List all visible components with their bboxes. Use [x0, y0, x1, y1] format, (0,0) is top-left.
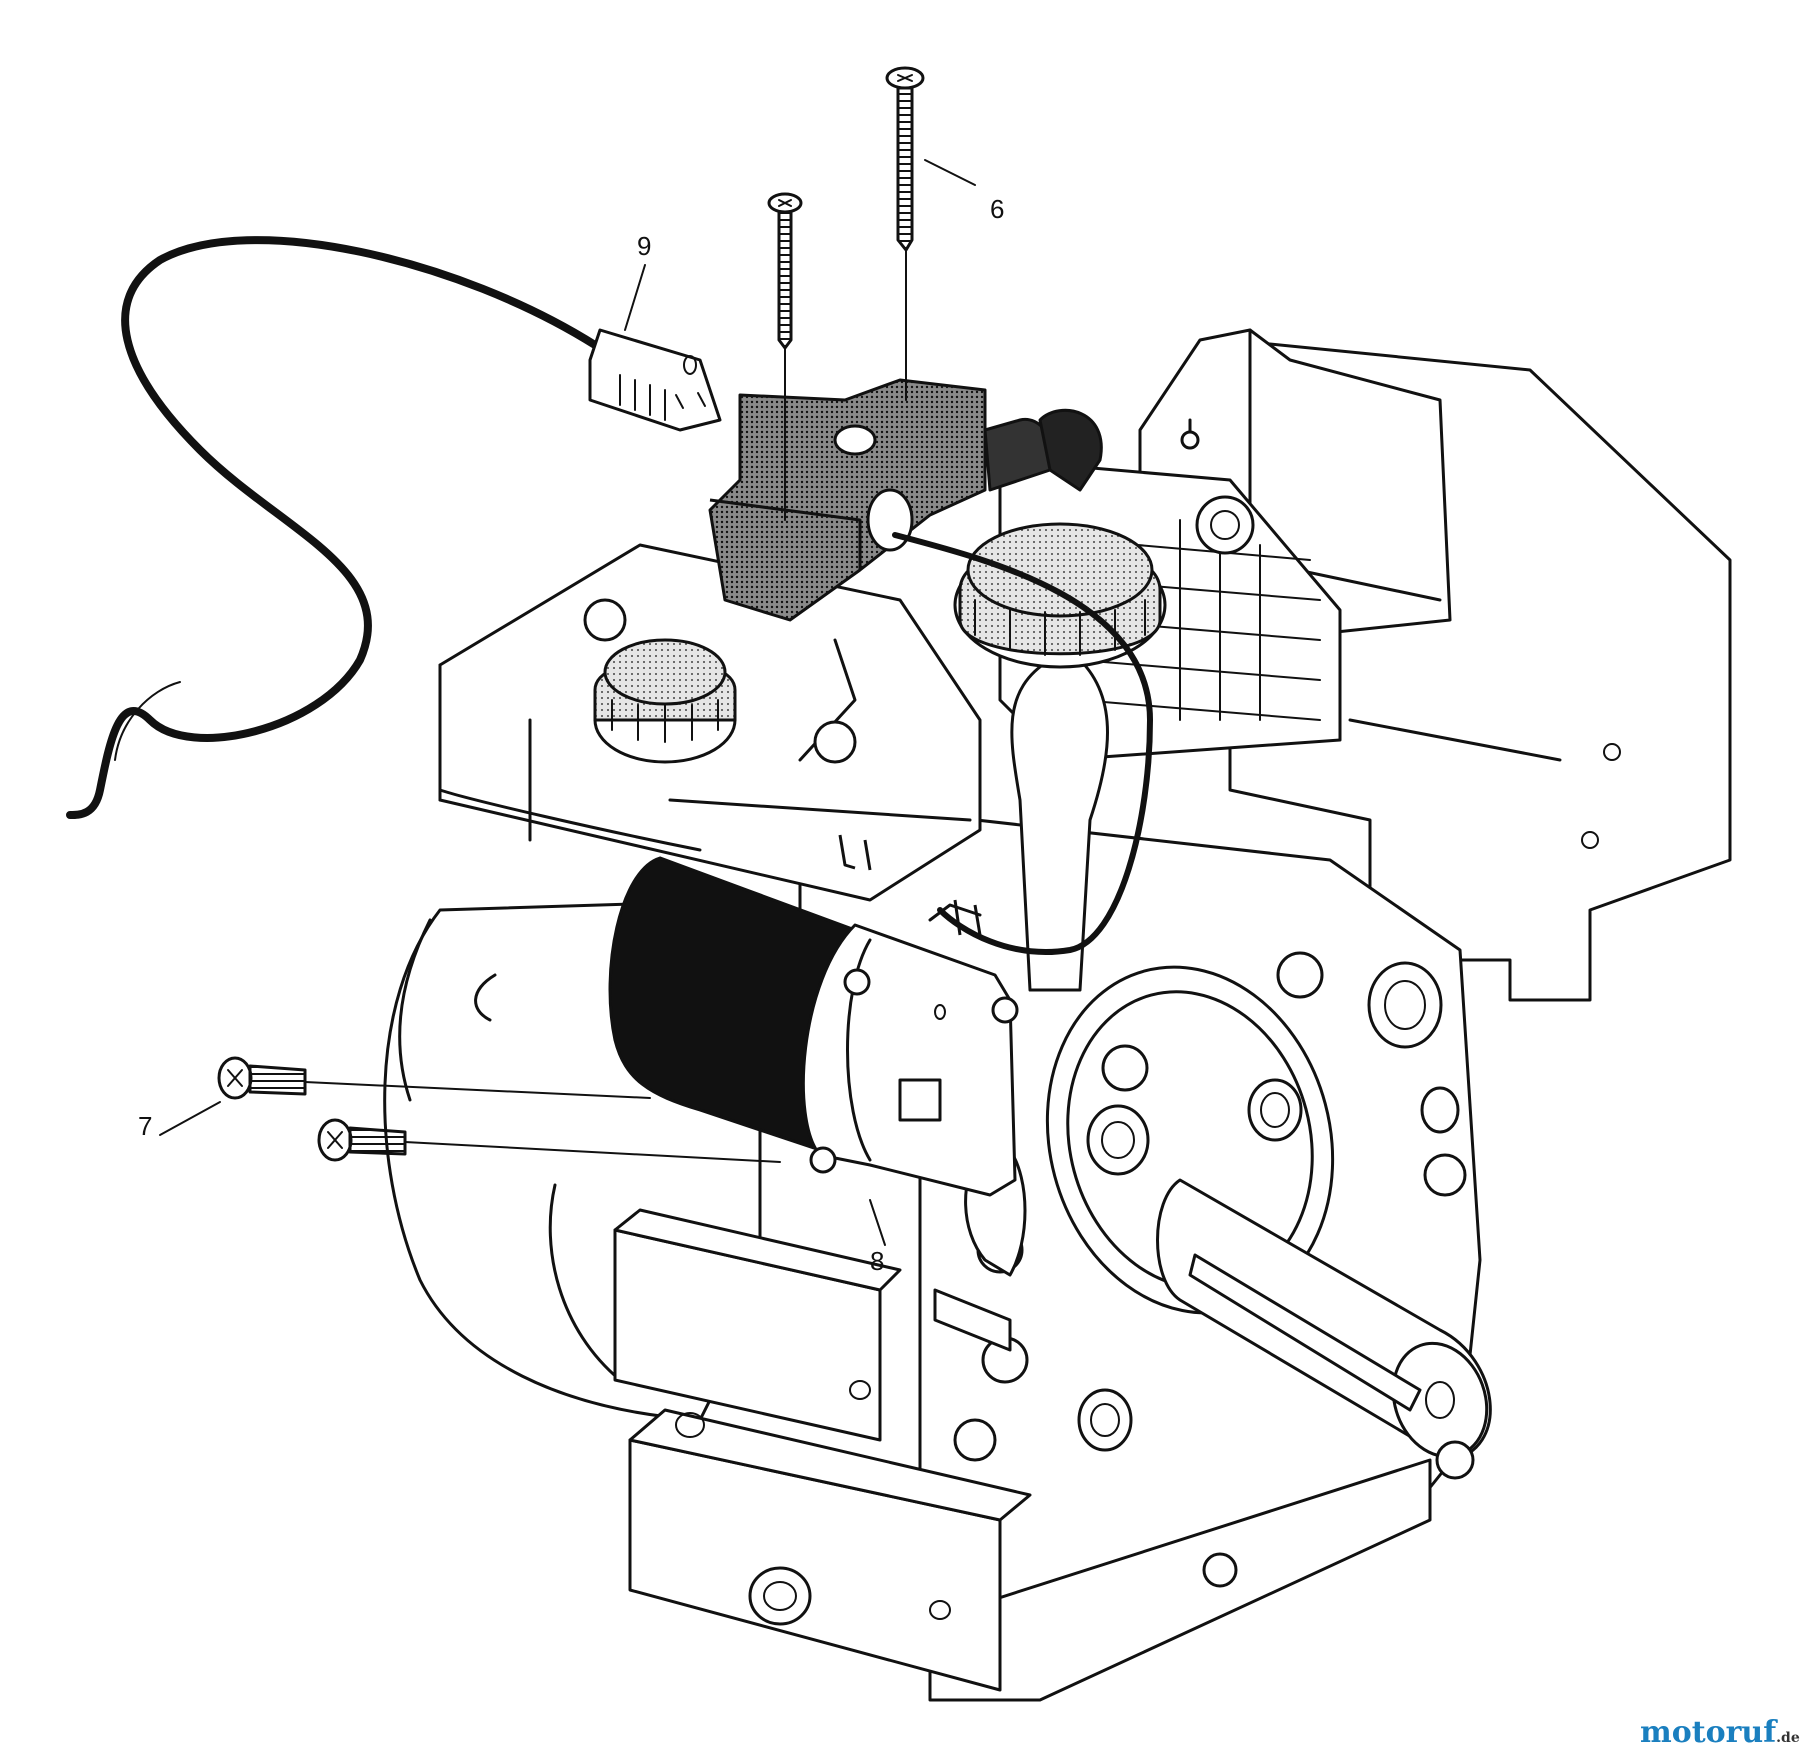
- watermark-suffix: .de: [1776, 1730, 1800, 1746]
- electric-starter-motor: [608, 834, 1019, 1197]
- power-cord: [66, 236, 599, 819]
- callout-label-7: 7: [138, 1111, 152, 1141]
- mounting-bolt-7a: [217, 1056, 651, 1100]
- watermark-logo: motoruf.de: [1640, 1715, 1800, 1750]
- callout-label-6: 8: [870, 1246, 884, 1276]
- starter-wire: [892, 532, 1154, 955]
- callout-label-9: 9: [637, 231, 651, 261]
- power-plug: [588, 328, 722, 432]
- short-screw-8: [767, 192, 803, 521]
- long-screw-8: [885, 66, 925, 401]
- starter-switch-box: [708, 378, 1103, 622]
- callout-6: 8: [869, 1199, 886, 1276]
- callout-7: 7: [138, 1101, 221, 1141]
- callout-8: 6: [924, 159, 1004, 224]
- callout-label-8: 6: [990, 194, 1004, 224]
- mounting-bolt-7b: [317, 1118, 781, 1163]
- watermark-text: motoruf: [1640, 1715, 1778, 1750]
- svg-text:motoruf.de: motoruf.de: [1640, 1715, 1800, 1750]
- callout-9: 9: [624, 231, 651, 331]
- fuel-cap: [593, 638, 737, 764]
